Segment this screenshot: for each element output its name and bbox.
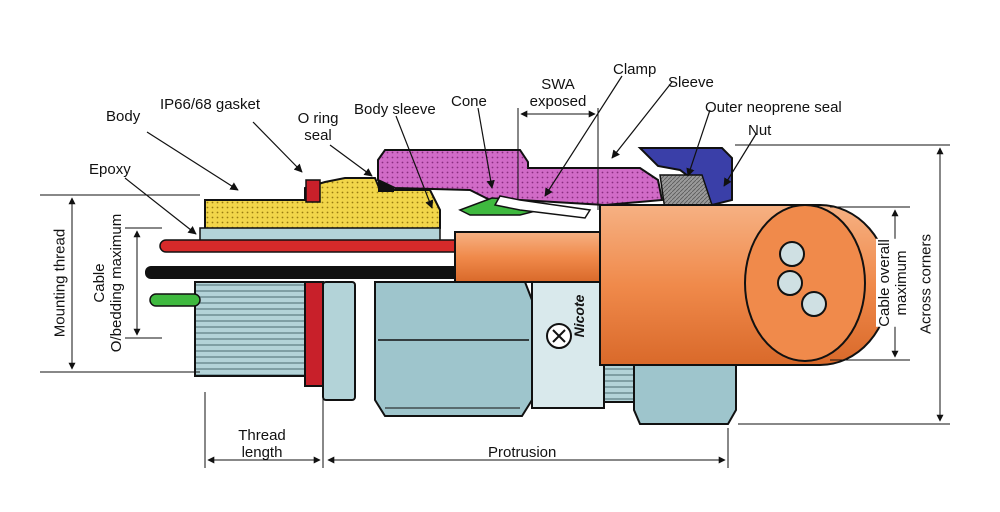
- label-body-sleeve: Body sleeve: [354, 101, 436, 118]
- cable-core-end: [777, 270, 803, 296]
- label-body: Body: [106, 108, 141, 125]
- label-clamp: Clamp: [613, 61, 657, 78]
- gasket-upper: [305, 179, 321, 203]
- cable-end-face: [744, 204, 866, 362]
- cable-core-end: [801, 291, 827, 317]
- label-protrusion: Protrusion: [488, 444, 557, 461]
- core-green: [149, 293, 201, 307]
- cable-core-end: [779, 241, 805, 267]
- body-flange-lower: [322, 281, 356, 401]
- core-black: [145, 266, 460, 279]
- core-red: [159, 239, 461, 253]
- cable-inner-sheath: [454, 231, 616, 283]
- label-mounting-thread: Mounting thread: [51, 228, 69, 338]
- label-gasket: IP66/68 gasket: [160, 96, 261, 113]
- label-sleeve: Sleeve: [668, 74, 714, 91]
- brand-label: Nicote: [571, 294, 587, 337]
- label-cone: Cone: [451, 93, 487, 110]
- sleeve-section: [377, 149, 664, 207]
- gasket-lower: [304, 281, 324, 387]
- nicote-logo: Nicote: [546, 294, 587, 349]
- label-nut: Nut: [748, 122, 772, 139]
- label-across-corners: Across corners: [917, 233, 935, 335]
- label-outer-seal: Outer neoprene seal: [705, 99, 842, 116]
- mounting-thread-exterior: [194, 281, 306, 377]
- label-epoxy: Epoxy: [89, 161, 131, 178]
- body-hex-exterior: [374, 281, 533, 417]
- clamp-section: [493, 195, 592, 219]
